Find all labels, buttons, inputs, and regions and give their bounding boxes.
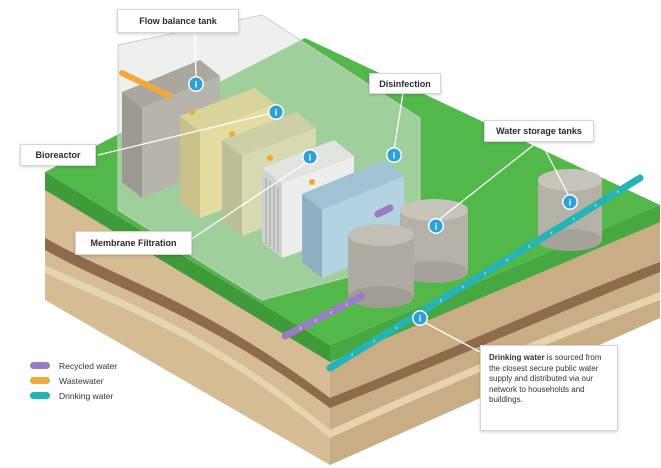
leader-lines <box>97 33 571 353</box>
info-marker-icon[interactable]: i <box>302 149 318 165</box>
svg-text:i: i <box>195 80 198 90</box>
info-box-bold-text: Drinking water <box>489 353 545 362</box>
drinking-flow-arrow-icon: ‹ <box>373 337 376 345</box>
drinking-water-pipe <box>326 174 644 372</box>
soil-left-face <box>45 190 330 465</box>
drinking-water-info-box: Drinking water is sourced from the close… <box>480 345 618 431</box>
legend-item-drinking: Drinking water <box>30 388 117 403</box>
info-marker-icon[interactable]: i <box>428 218 444 234</box>
bioreactor-label: Bioreactor <box>20 144 96 166</box>
legend-label-wastewater: Wastewater <box>59 375 104 386</box>
drinking-flow-arrow-icon: ‹ <box>461 283 464 291</box>
drinking-flow-arrow-icon: ‹ <box>528 242 531 250</box>
drinking-flow-arrow-icon: ‹ <box>484 270 487 278</box>
legend: Recycled water Wastewater Drinking water <box>30 358 117 403</box>
soil-layer-dark-right <box>330 262 660 408</box>
drinking-flow-arrow-icon: ‹ <box>616 188 619 196</box>
drinking-flow-arrow-icon: ‹ <box>439 297 442 305</box>
recycled-water-pipe <box>281 204 394 340</box>
svg-text:i: i <box>419 314 422 324</box>
info-marker-icon[interactable]: i <box>562 194 578 210</box>
water-storage-tanks-label: Water storage tanks <box>484 120 594 142</box>
grass-edge-left <box>45 172 330 362</box>
info-marker-icon[interactable]: i <box>386 147 402 163</box>
storage-tank-front <box>348 224 414 308</box>
recycled-flow-arrow-icon: ‹ <box>299 325 302 333</box>
legend-swatch-drinking <box>30 392 50 399</box>
recycled-flow-arrow-icon: ‹ <box>345 301 348 309</box>
legend-item-wastewater: Wastewater <box>30 373 117 388</box>
drinking-flow-arrow-icon: ‹ <box>550 229 553 237</box>
flow-arrows: ‹‹‹‹‹‹‹‹‹‹‹‹‹‹‹‹‹ <box>299 188 619 359</box>
legend-swatch-recycled <box>30 362 50 369</box>
drinking-flow-arrow-icon: ‹ <box>506 256 509 264</box>
svg-text:i: i <box>309 153 312 163</box>
drinking-flow-arrow-icon: ‹ <box>351 351 354 359</box>
legend-item-recycled: Recycled water <box>30 358 117 373</box>
info-marker-icon[interactable]: i <box>412 310 428 326</box>
recycled-flow-arrow-icon: ‹ <box>314 317 317 325</box>
svg-text:i: i <box>393 151 396 161</box>
info-markers: i i i i i i i <box>188 76 578 326</box>
legend-label-recycled: Recycled water <box>59 360 118 371</box>
legend-swatch-wastewater <box>30 377 50 384</box>
drinking-flow-arrow-icon: ‹ <box>395 324 398 332</box>
flow-balance-tank-label: Flow balance tank <box>117 9 239 33</box>
membrane-filtration-label: Membrane Filtration <box>75 231 192 255</box>
wastewater-pipe <box>119 70 315 185</box>
info-marker-icon[interactable]: i <box>188 76 204 92</box>
svg-text:i: i <box>275 108 278 118</box>
svg-text:i: i <box>569 198 572 208</box>
drinking-flow-arrow-icon: ‹ <box>594 202 597 210</box>
disinfection-label: Disinfection <box>369 73 441 94</box>
soil-right-face <box>330 220 660 465</box>
recycled-flow-arrow-icon: ‹ <box>330 309 333 317</box>
soil-layer-light <box>45 265 330 438</box>
soil-layer-dark <box>45 238 330 408</box>
info-box-text: is sourced from the closest secure publi… <box>489 353 602 404</box>
svg-text:i: i <box>435 222 438 232</box>
legend-label-drinking: Drinking water <box>59 390 114 401</box>
info-marker-icon[interactable]: i <box>268 104 284 120</box>
drinking-flow-arrow-icon: ‹ <box>572 215 575 223</box>
